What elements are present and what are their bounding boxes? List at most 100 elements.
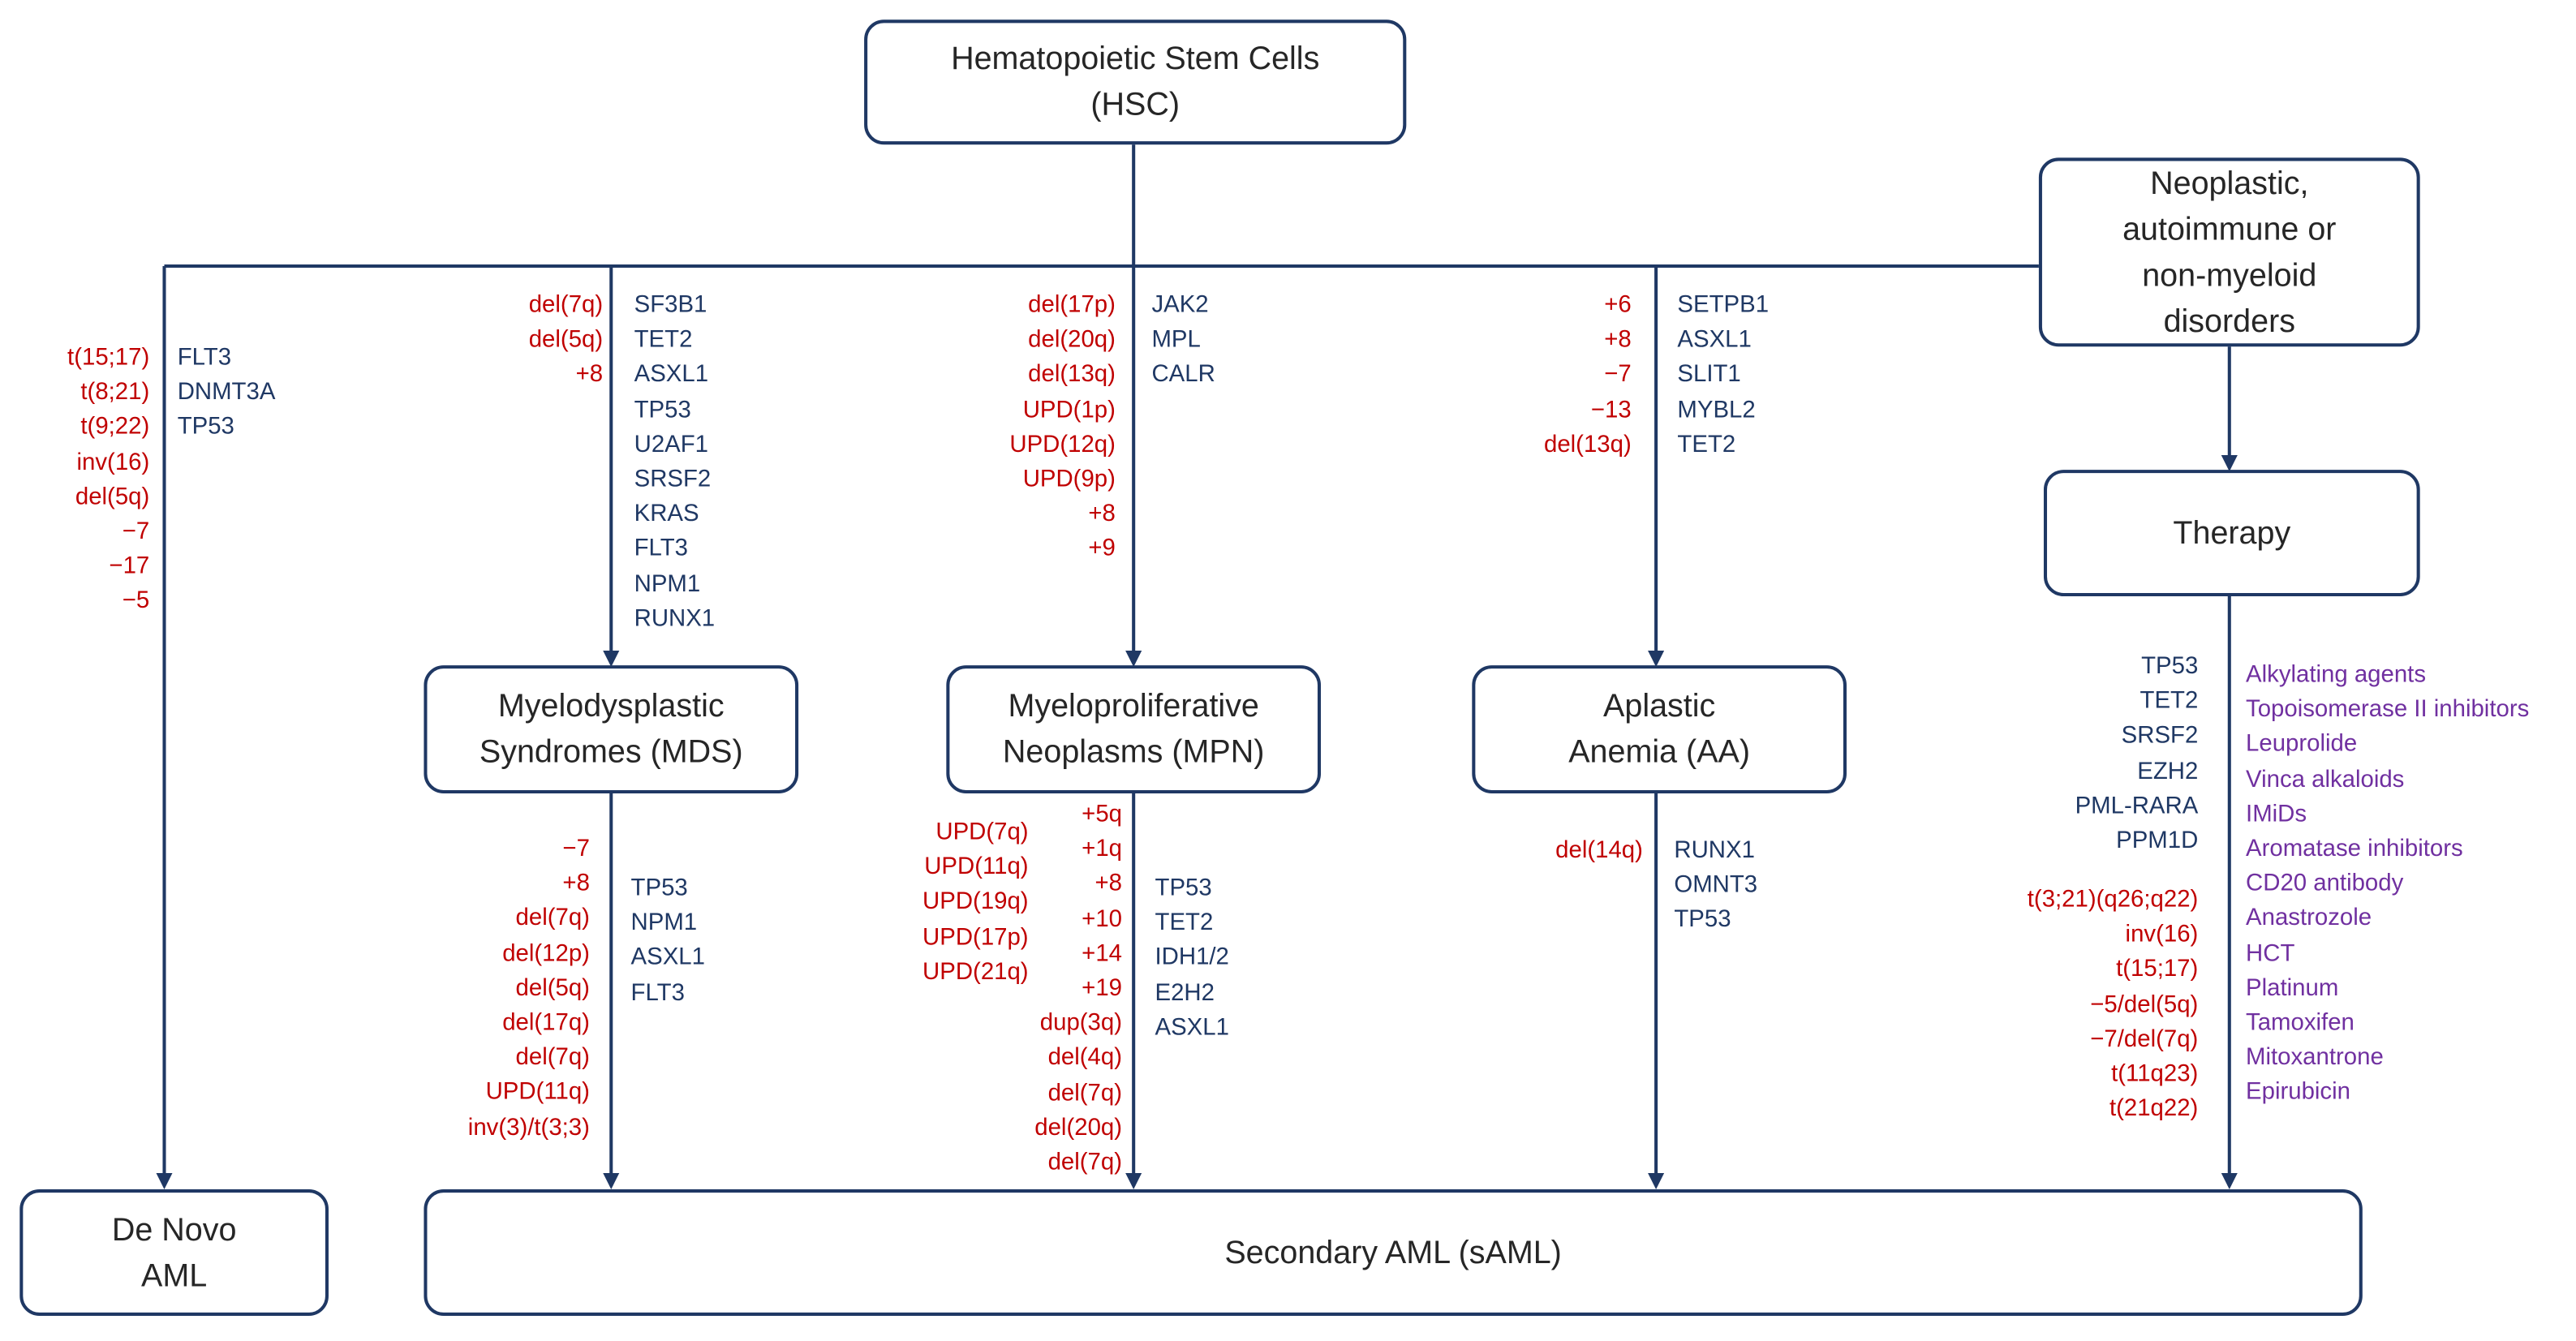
therapy-node: Therapy [2043,470,2420,597]
gene-label: TET2 [2139,688,2199,716]
gene-label: EZH2 [2137,758,2199,785]
gene-label: TP53 [1674,907,1731,934]
cytogenetic-label: +8 [1094,870,1123,898]
cytogenetic-label: +19 [1082,975,1123,1003]
gene-label: TP53 [630,875,688,902]
cytogenetic-label: t(15;17) [67,345,150,372]
cytogenetic-label: del(7q) [1047,1080,1123,1107]
gene-label: SETPB1 [1677,292,1770,319]
gene-label: SF3B1 [634,292,707,319]
cytogenetic-label: −7 [562,836,590,863]
node-label-line: Syndromes (MDS) [479,734,743,771]
gene-label: PML-RARA [2075,793,2199,819]
mds-cytogenetics-list: del(7q)del(5q)+8 [529,289,603,393]
cytogenetic-label: del(17q) [502,1010,590,1037]
therapy-agent-label: IMiDs [2246,801,2307,828]
aa-to-saml-cytogenetics-list: del(14q) [1555,835,1643,870]
cytogenetic-label: +8 [562,870,590,897]
therapy-agent-label: Platinum [2246,975,2339,1002]
node-label-line: Anemia (AA) [1568,734,1751,771]
gene-label: TET2 [634,327,693,354]
cytogenetic-label: +6 [1604,292,1632,319]
hsc-node: Hematopoietic Stem Cells(HSC) [864,19,1407,145]
cytogenetic-label: +8 [1604,327,1632,354]
cytogenetic-label: +5q [1082,802,1123,828]
cytogenetic-label: del(17p) [1028,292,1116,319]
therapy-agent-label: HCT [2246,940,2295,967]
cytogenetic-label: inv(3)/t(3;3) [467,1114,590,1141]
cytogenetic-label: UPD(9p) [1022,466,1116,493]
therapy-agent-label: Topoisomerase II inhibitors [2246,696,2530,724]
cytogenetic-label: −5/del(5q) [2090,991,2199,1018]
gene-label: SRSF2 [634,466,712,493]
therapy-agent-label: Alkylating agents [2246,662,2427,689]
cytogenetic-label: del(7q) [1047,1150,1123,1176]
gene-label: TP53 [1155,875,1212,902]
cytogenetic-label: +14 [1082,940,1123,968]
gene-label: ASXL1 [1155,1014,1229,1042]
gene-label: RUNX1 [634,605,716,632]
cytogenetic-label: UPD(11q) [485,1079,590,1107]
cytogenetic-label: del(20q) [1028,327,1116,354]
cytogenetic-label: del(13q) [1028,362,1116,389]
cytogenetic-label: t(21q22) [2109,1095,2199,1123]
cytogenetic-label: +1q [1082,836,1123,863]
cytogenetic-label: inv(16) [76,449,150,476]
gene-label: FLT3 [634,535,688,563]
gene-label: TP53 [177,415,234,441]
cytogenetic-label: t(11q23) [2111,1060,2199,1088]
gene-label: IDH1/2 [1155,945,1229,972]
cytogenetic-label: UPD(1p) [1022,397,1116,423]
gene-label: TET2 [1155,910,1214,937]
cytogenetic-label: del(5q) [75,484,150,511]
cytogenetic-label: del(7q) [528,292,604,319]
cytogenetic-label: dup(3q) [1039,1010,1123,1037]
gene-label: OMNT3 [1674,872,1758,899]
node-label-line: Secondary AML (sAML) [1224,1234,1562,1271]
cytogenetic-label: +8 [1088,501,1116,528]
gene-label: FLT3 [177,345,232,372]
cytogenetic-label: t(8;21) [80,380,150,406]
cytogenetic-label: t(9;22) [80,415,150,441]
cytogenetic-label: t(15;17) [2116,956,2199,983]
cytogenetic-label: +9 [1088,535,1116,563]
cytogenetic-label: UPD(12q) [1009,432,1116,458]
gene-label: PPM1D [2116,827,2199,854]
node-label-line: Aplastic [1603,688,1716,724]
gene-label: RUNX1 [1674,837,1755,865]
node-label-line: De Novo [111,1211,237,1248]
gene-label: JAK2 [1151,292,1209,319]
cytogenetic-label: inv(16) [2125,922,2199,948]
mpn-cytogenetics-list: del(17p) del(20q) del(13q) UPD(1p) UPD(12q) U… [1009,289,1116,567]
therapy-agent-label: Mitoxantrone [2246,1044,2384,1072]
therapy-agent-label: Vinca alkaloids [2246,766,2405,793]
node-label-line: AML [141,1257,208,1294]
cytogenetic-label: UPD(17p) [922,924,1029,951]
node-label-line: Neoplasms (MPN) [1002,734,1265,771]
cytogenetic-label: t(3;21)(q26;q22) [2027,887,2199,913]
cytogenetic-label: UPD(11q) [924,854,1029,881]
node-label-line: Myelodysplastic [497,688,725,724]
gene-label: MPL [1151,327,1201,354]
gene-label: SLIT1 [1677,362,1741,389]
cytogenetic-label: −7 [1604,362,1632,389]
node-label-line: non-myeloid [2142,256,2317,294]
gene-label: TET2 [1677,432,1736,458]
therapy-agent-label: Aromatase inhibitors [2246,836,2463,862]
cytogenetic-label: UPD(19q) [922,889,1029,916]
cytogenetic-label: UPD(7q) [935,819,1029,846]
cytogenetic-label: del(20q) [1034,1115,1123,1141]
gene-label: U2AF1 [634,432,709,458]
denovo-cytogenetics-list: t(15;17)t(8;21)t(9;22)inv(16)del(5q)−7−1… [67,342,149,620]
cytogenetic-label: del(4q) [1047,1045,1123,1072]
gene-label: TP53 [2141,653,2199,681]
